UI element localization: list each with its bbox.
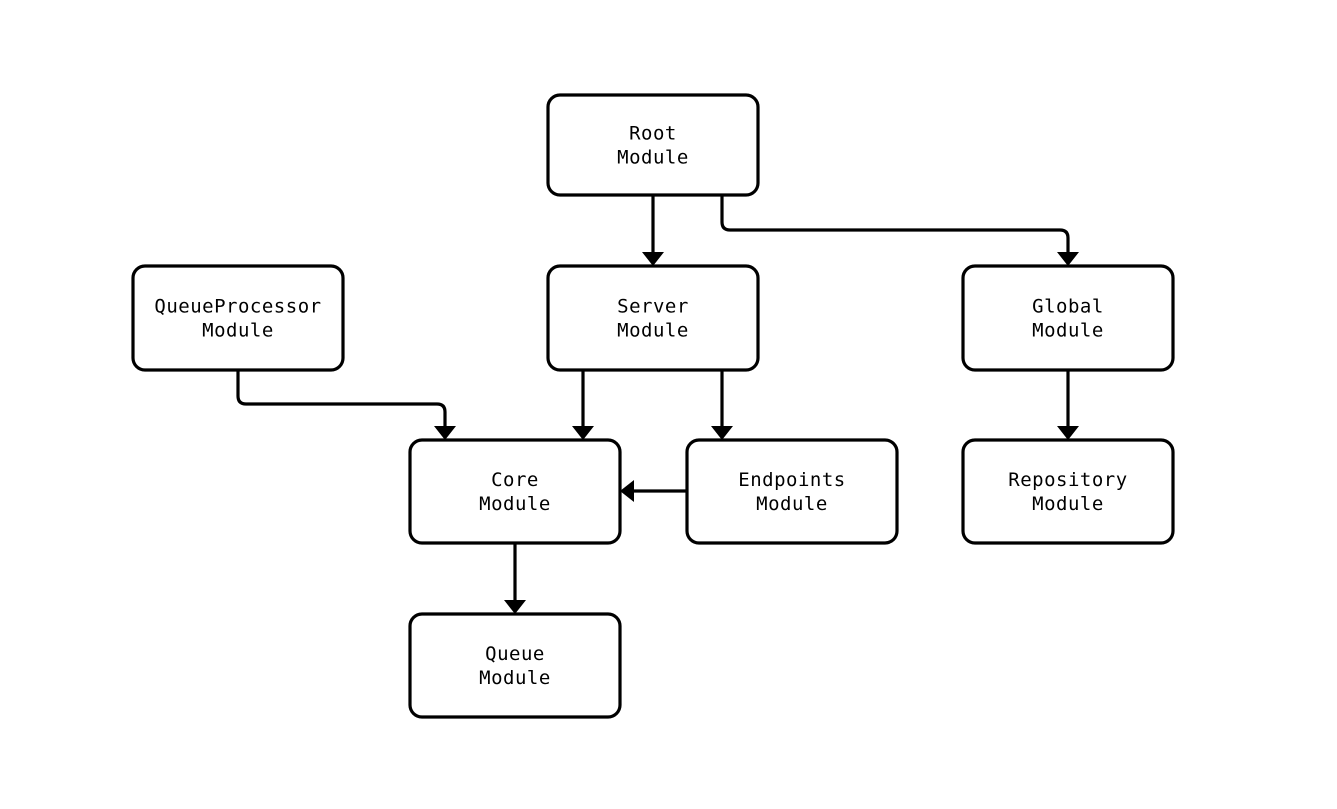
node-box[interactable] — [408, 612, 622, 719]
arrow-head-icon — [620, 480, 634, 502]
node-box[interactable] — [408, 438, 622, 545]
node-box[interactable] — [546, 93, 760, 197]
node-label-line1: Global — [1032, 296, 1104, 318]
node-label-line1: Repository — [1008, 469, 1127, 491]
arrow-head-icon — [572, 426, 594, 440]
edge-server-to-endpoints — [711, 370, 733, 440]
edge-queueprocessor-to-core — [236, 370, 456, 440]
edge-core-to-queue — [504, 543, 526, 614]
node-layer: RootModuleQueueProcessorModuleServerModu… — [131, 93, 1175, 719]
node-label-line2: Module — [1032, 320, 1104, 342]
node-label-line2: Module — [1032, 493, 1104, 515]
node-label-line2: Module — [756, 493, 828, 515]
edge-server-to-core — [572, 370, 594, 440]
arrow-head-icon — [1057, 252, 1079, 266]
node-box[interactable] — [685, 438, 899, 545]
node-box[interactable] — [961, 438, 1175, 545]
node-label-line1: Endpoints — [738, 469, 845, 491]
node-box[interactable] — [961, 264, 1175, 372]
edge-layer — [236, 195, 1079, 614]
arrow-head-icon — [642, 252, 664, 266]
node-label-line2: Module — [202, 320, 274, 342]
edge-global-to-repository — [1057, 370, 1079, 440]
node-label-line1: Server — [617, 296, 689, 318]
node-label-line1: Root — [629, 123, 677, 145]
arrow-head-icon — [1057, 426, 1079, 440]
arrow-head-icon — [434, 426, 456, 440]
node-label-line2: Module — [479, 493, 551, 515]
node-label-line1: Core — [491, 469, 539, 491]
node-box[interactable] — [546, 264, 760, 372]
node-label-line1: QueueProcessor — [154, 296, 321, 318]
edge-root-to-global — [720, 195, 1079, 266]
edge-line — [236, 370, 447, 426]
arrow-head-icon — [504, 600, 526, 614]
node-label-line1: Queue — [485, 643, 545, 665]
edge-endpoints-to-core — [620, 480, 687, 502]
node-box[interactable] — [131, 264, 345, 372]
arrow-head-icon — [711, 426, 733, 440]
node-label-line2: Module — [617, 147, 689, 169]
edge-root-to-server — [642, 195, 664, 266]
edge-line — [720, 195, 1070, 252]
node-label-line2: Module — [479, 667, 551, 689]
node-label-line2: Module — [617, 320, 689, 342]
